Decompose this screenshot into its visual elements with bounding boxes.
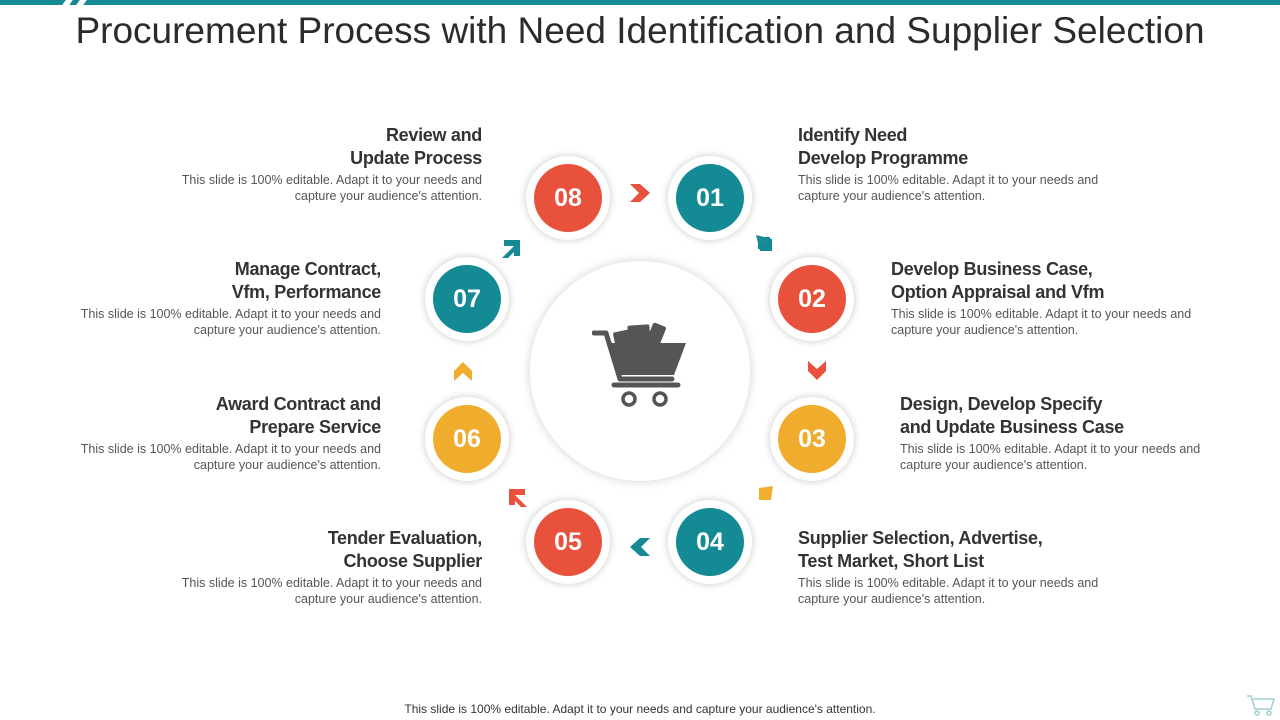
step-node-05: 05 — [526, 500, 610, 584]
arrow-left-icon — [630, 538, 650, 556]
step-heading: Design, Develop Specify and Update Busin… — [900, 394, 1124, 437]
step-text-02: Develop Business Case, Option Appraisal … — [891, 258, 1221, 338]
step-text-04: Supplier Selection, Advertise, Test Mark… — [798, 527, 1128, 607]
top-bar-notch — [76, 0, 87, 5]
step-description: This slide is 100% editable. Adapt it to… — [891, 307, 1192, 337]
step-number-01: 01 — [676, 164, 744, 232]
step-heading: Tender Evaluation, Choose Supplier — [327, 528, 483, 571]
arrow-right-icon — [630, 184, 650, 202]
step-number-07: 07 — [433, 265, 501, 333]
step-heading: Award Contract and Prepare Service — [215, 394, 382, 437]
step-number-08: 08 — [534, 164, 602, 232]
arrow-down-left-icon — [759, 486, 773, 500]
step-number-06: 06 — [433, 405, 501, 473]
step-node-01: 01 — [668, 156, 752, 240]
step-heading: Manage Contract, Vfm, Performance — [231, 259, 382, 302]
step-node-04: 04 — [668, 500, 752, 584]
step-text-08: Review and Update Process This slide is … — [152, 124, 483, 204]
step-heading: Identify Need Develop Programme — [798, 125, 968, 168]
step-number-04: 04 — [676, 508, 744, 576]
arrow-up-left-icon — [509, 489, 527, 507]
top-bar-notch — [62, 0, 73, 5]
slide-title: Procurement Process with Need Identifica… — [75, 10, 1205, 51]
step-heading: Review and Update Process — [350, 125, 482, 168]
arrow-down-right-icon — [756, 235, 772, 251]
cart-outline-icon — [1247, 695, 1275, 716]
step-number-03: 03 — [778, 405, 846, 473]
step-description: This slide is 100% editable. Adapt it to… — [798, 576, 1099, 606]
step-description: This slide is 100% editable. Adapt it to… — [181, 173, 482, 203]
footer-note: This slide is 100% editable. Adapt it to… — [404, 702, 876, 716]
step-text-03: Design, Develop Specify and Update Busin… — [900, 393, 1230, 473]
step-node-02: 02 — [770, 257, 854, 341]
step-description: This slide is 100% editable. Adapt it to… — [900, 442, 1201, 472]
step-number-05: 05 — [534, 508, 602, 576]
top-accent-bar — [0, 0, 1280, 5]
arrow-down-icon — [808, 361, 826, 380]
arrow-up-right-icon — [502, 240, 520, 258]
step-description: This slide is 100% editable. Adapt it to… — [80, 307, 381, 337]
shopping-cart-icon — [592, 322, 686, 407]
step-node-08: 08 — [526, 156, 610, 240]
arrow-up-icon — [454, 362, 472, 381]
step-text-07: Manage Contract, Vfm, Performance This s… — [51, 258, 382, 338]
step-text-06: Award Contract and Prepare Service This … — [51, 393, 382, 473]
step-heading: Supplier Selection, Advertise, Test Mark… — [798, 528, 1043, 571]
step-text-05: Tender Evaluation, Choose Supplier This … — [152, 527, 483, 607]
step-description: This slide is 100% editable. Adapt it to… — [80, 442, 381, 472]
step-text-01: Identify Need Develop Programme This sli… — [798, 124, 1128, 204]
center-circle — [530, 261, 750, 481]
step-node-06: 06 — [425, 397, 509, 481]
step-heading: Develop Business Case, Option Appraisal … — [891, 259, 1105, 302]
step-node-03: 03 — [770, 397, 854, 481]
step-description: This slide is 100% editable. Adapt it to… — [181, 576, 482, 606]
step-node-07: 07 — [425, 257, 509, 341]
step-description: This slide is 100% editable. Adapt it to… — [798, 173, 1099, 203]
step-number-02: 02 — [778, 265, 846, 333]
